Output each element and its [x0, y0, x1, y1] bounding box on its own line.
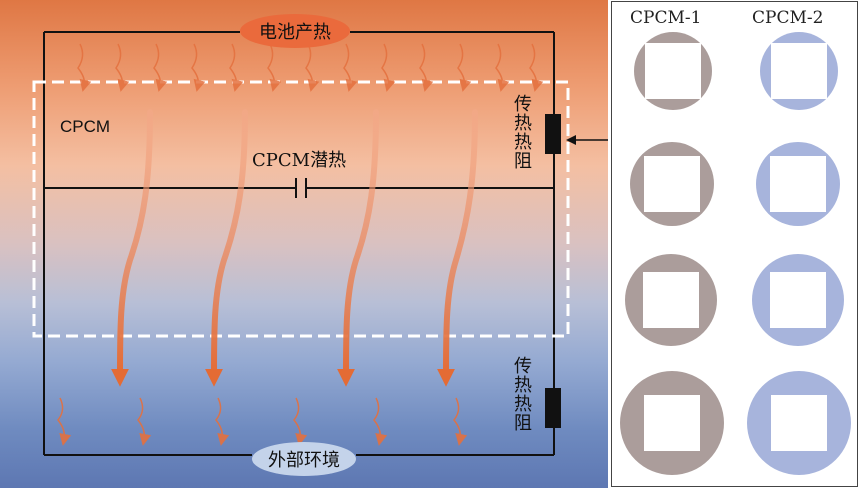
small-heat-arrow	[115, 43, 130, 92]
square-cell-icon	[644, 156, 700, 212]
big-heat-arrows	[111, 109, 478, 387]
latent-heat-label: CPCM潜热	[252, 150, 347, 171]
square-cell-icon	[771, 43, 827, 99]
environment-label: 外部环境	[268, 450, 340, 471]
small-heat-arrow	[267, 43, 282, 92]
small-heat-arrow	[495, 43, 510, 92]
circuit-outline	[43, 31, 555, 456]
cpcm-1-sample-row-2	[630, 142, 714, 226]
cpcm-label: CPCM	[60, 117, 111, 136]
cpcm-2-sample-row-4	[747, 371, 851, 475]
square-cell-icon	[771, 395, 827, 451]
square-cell-icon	[645, 43, 701, 99]
small-heat-arrow	[419, 43, 434, 92]
top-heat-arrows	[77, 43, 544, 92]
big-heat-arrow	[337, 109, 379, 387]
small-heat-arrow	[77, 43, 92, 92]
square-cell-icon	[770, 156, 826, 212]
bottom-heat-arrows	[57, 397, 468, 446]
small-heat-arrow	[215, 397, 230, 446]
cpcm-1-sample-row-1	[634, 32, 712, 110]
small-heat-arrow	[381, 43, 396, 92]
small-heat-arrow	[153, 43, 168, 92]
small-heat-arrow	[373, 397, 388, 446]
small-heat-arrow	[457, 43, 472, 92]
panel-pointer-arrow	[566, 135, 608, 145]
small-heat-arrow	[529, 43, 544, 92]
small-heat-arrow	[137, 397, 152, 446]
cpcm-1-sample-row-3	[625, 254, 717, 346]
square-cell-icon	[770, 272, 826, 328]
small-heat-arrow	[293, 397, 308, 446]
thermal-scene: 电池产热 外部环境 CPCM CPCM潜热 传热热阻 传热热阻	[0, 0, 608, 488]
small-heat-arrow	[453, 397, 468, 446]
cpcm-2-sample-row-2	[756, 142, 840, 226]
heat-source-label: 电池产热	[259, 22, 331, 43]
cpcm-2-sample-row-1	[760, 32, 838, 110]
resistor-bottom	[545, 388, 561, 428]
sample-panel: CPCM-1 CPCM-2	[611, 1, 858, 487]
square-cell-icon	[644, 395, 700, 451]
small-heat-arrow	[305, 43, 320, 92]
thermal-circuit-diagram	[32, 31, 608, 456]
resistor-top	[545, 114, 561, 154]
column-title-cpcm-1: CPCM-1	[630, 8, 702, 28]
big-heat-arrow	[111, 109, 153, 387]
small-heat-arrow	[229, 43, 244, 92]
resistance-top-label: 传热热阻	[511, 94, 532, 170]
heat-source-pill: 电池产热	[240, 14, 350, 48]
column-title-cpcm-2: CPCM-2	[752, 8, 824, 28]
square-cell-icon	[643, 272, 699, 328]
capacitor-symbol	[295, 178, 307, 198]
cpcm-dashed-box	[32, 80, 570, 338]
big-heat-arrow	[205, 109, 248, 387]
cpcm-1-sample-row-4	[620, 371, 724, 475]
resistance-bottom-label: 传热热阻	[511, 356, 532, 432]
small-heat-arrow	[343, 43, 358, 92]
small-heat-arrow	[191, 43, 206, 92]
big-heat-arrow	[437, 109, 478, 387]
small-heat-arrow	[57, 397, 72, 446]
cpcm-2-sample-row-3	[752, 254, 844, 346]
environment-pill: 外部环境	[252, 442, 356, 476]
